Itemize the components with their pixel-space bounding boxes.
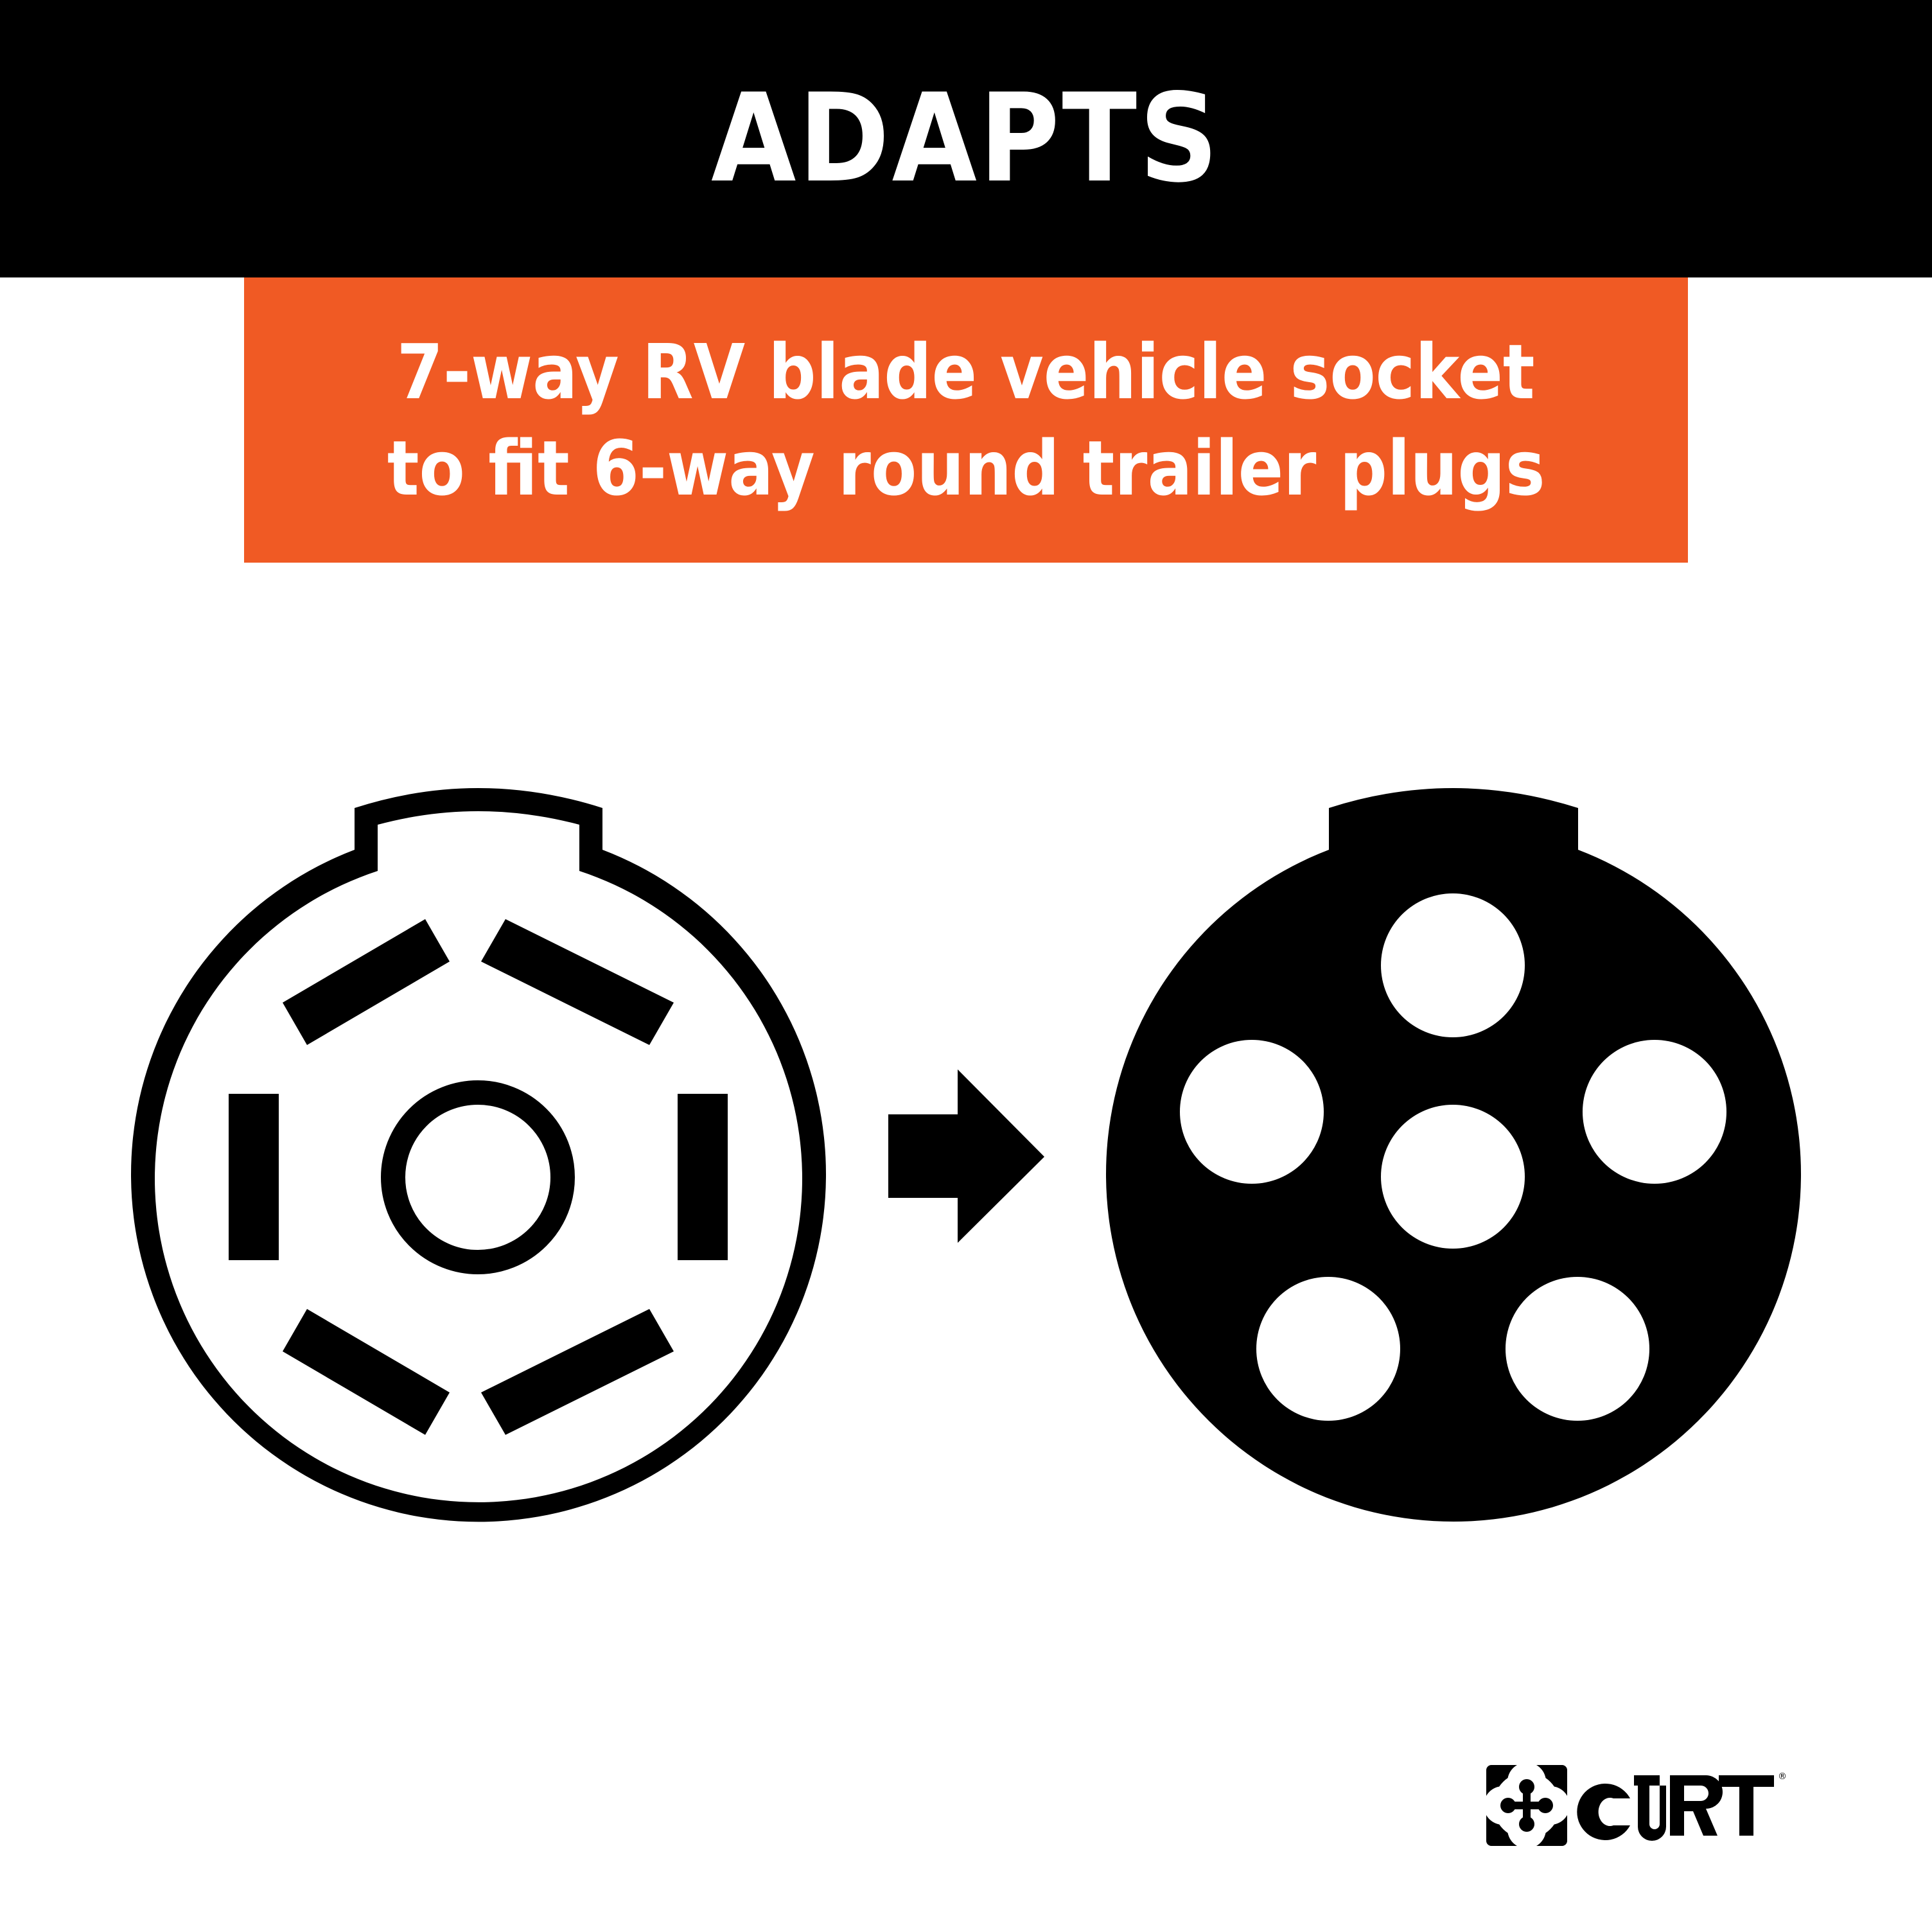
- header-bar: ADAPTS: [0, 0, 1932, 277]
- seven-way-blade-socket-icon: [130, 788, 826, 1522]
- curt-wordmark: [1577, 1775, 1774, 1841]
- banner-line-2: to fit 6-way round trailer plugs: [387, 424, 1545, 513]
- arrow-right-icon: [888, 1069, 1044, 1243]
- curt-emblem-icon: [1484, 1762, 1570, 1849]
- center-pin-ring: [381, 1080, 575, 1274]
- six-way-round-plug-icon: [1105, 788, 1801, 1522]
- banner-line-1: 7-way RV blade vehicle socket: [397, 328, 1535, 416]
- pin-holes: [1180, 893, 1726, 1421]
- description-banner: 7-way RV blade vehicle socket to fit 6-w…: [244, 277, 1688, 563]
- blade-terminals: [229, 919, 728, 1435]
- header-title: ADAPTS: [711, 67, 1221, 209]
- curt-logo: ®: [1484, 1760, 1845, 1850]
- trademark-symbol: ®: [1778, 1771, 1787, 1782]
